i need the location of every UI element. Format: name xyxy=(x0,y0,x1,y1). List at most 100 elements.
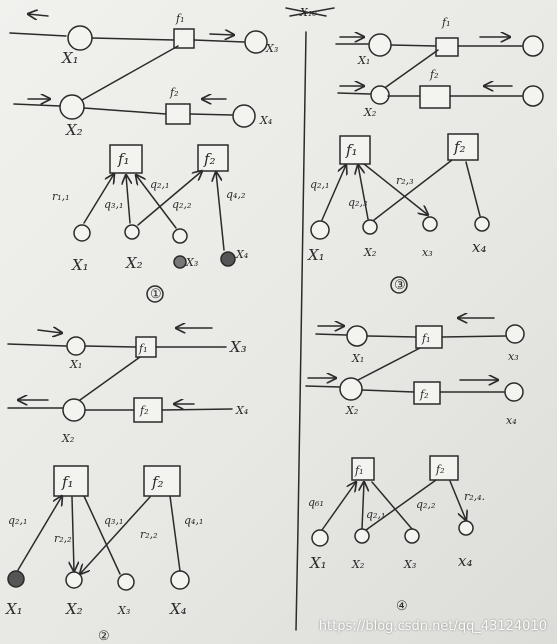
factor-f2 xyxy=(429,455,459,481)
factor-f1 xyxy=(339,135,371,165)
weight-r24: r₂,₄. xyxy=(464,490,485,503)
node-x3 xyxy=(522,35,544,57)
label-x3: x₃ xyxy=(422,246,433,259)
edge-x1-left xyxy=(7,343,67,347)
factor-f1 xyxy=(173,28,195,49)
panel-2-factor-graph: X₁ f₁ X₃ X₂ f₂ X₄ xyxy=(7,328,248,445)
weight-q23: q₂,₃ xyxy=(348,196,367,209)
label-x1: X₁ xyxy=(69,358,82,371)
label-x2: X₂ xyxy=(125,254,143,272)
edge-x2-left xyxy=(13,103,61,107)
edge-f2-x4 xyxy=(189,113,233,116)
factor-f2 xyxy=(419,85,451,109)
label-x3: x₃ xyxy=(508,350,519,363)
edge-x1-left xyxy=(9,32,67,37)
panel-3-message-graph: f₁ f₂ q₂,₁ q₂,₃ r₂,₃ X₁ X₂ x₃ x₄ ③ xyxy=(307,133,490,294)
label-f1: f₁ xyxy=(138,342,147,355)
weight-q22: q₂,₂ xyxy=(416,498,435,511)
edge-x4-f2 xyxy=(465,161,481,217)
arrow-into-x1 xyxy=(37,330,62,333)
page-divider xyxy=(295,31,307,631)
edge-f1-x3 xyxy=(193,39,245,43)
edge-x1-left xyxy=(315,333,347,336)
label-x1: X₁ xyxy=(307,246,325,264)
node-x4 xyxy=(232,104,256,128)
weight-q61: q₆₁ xyxy=(308,496,324,509)
node-x4 xyxy=(474,216,490,232)
label-f2: f₂ xyxy=(169,86,178,99)
label-f1: f₁ xyxy=(421,332,430,345)
panel-3: X₁ f₁ X₂ f₂ f₁ f₂ xyxy=(307,16,544,294)
edge-x4-f2 xyxy=(169,495,181,572)
arrow-f1-x3 xyxy=(209,34,234,35)
msg-x2-f1 xyxy=(126,175,130,224)
edge-x2-f1 xyxy=(357,347,421,381)
node-x4 xyxy=(170,570,190,590)
panel-2: X₁ f₁ X₃ X₂ f₂ X₄ f₁ f₂ xyxy=(5,328,248,644)
panel-number-circle xyxy=(390,276,408,294)
edge-x2-left xyxy=(305,385,341,388)
label-x1: X₁ xyxy=(71,256,89,274)
factor-f2 xyxy=(447,133,479,161)
weight-q21: q₂,₁ xyxy=(366,508,385,521)
node-x1 xyxy=(67,25,93,51)
label-x4: X₄ xyxy=(235,404,248,417)
node-x3 xyxy=(505,324,525,344)
label-x3: X₃ xyxy=(403,558,416,571)
edge-x1-f1 xyxy=(366,335,417,338)
label-x2: X₂ xyxy=(345,404,358,417)
msg-f2-x2 xyxy=(80,496,151,574)
node-x3 xyxy=(404,528,420,544)
weight-q22: q₂,₂ xyxy=(172,198,191,211)
node-x1 xyxy=(73,224,91,242)
label-x4: X₄ xyxy=(169,600,187,618)
label-x1: X₁ xyxy=(309,554,327,572)
weight-q31: q₃,₁ xyxy=(104,198,123,211)
edge-x2-f1 xyxy=(79,356,141,401)
node-x2 xyxy=(354,528,370,544)
edge-x3-f1 xyxy=(371,481,413,530)
edge-x2-f1 xyxy=(385,49,439,88)
edge-x3-f1 xyxy=(83,495,121,575)
weight-q21: q₂,₁ xyxy=(310,178,329,191)
scribble-crossout xyxy=(285,7,335,17)
msg-x3-f1 xyxy=(136,175,177,229)
label-f2: f₂ xyxy=(435,463,444,476)
edge-x2-f2 xyxy=(83,107,167,115)
label-f2: f₂ xyxy=(453,138,466,156)
label-x4: x₄ xyxy=(472,238,486,256)
weight-q21: q₂,₁ xyxy=(8,514,27,527)
node-x2 xyxy=(62,398,86,422)
msg-x4-f2 xyxy=(216,172,225,251)
label-x3: X₃ xyxy=(117,604,130,617)
label-x3: X₃ xyxy=(185,256,198,269)
node-x3 xyxy=(172,228,188,244)
factor-f2 xyxy=(143,465,181,497)
factor-f2 xyxy=(413,381,441,405)
factor-f1 xyxy=(351,457,375,481)
weight-r22a: r₂,₂ xyxy=(54,532,72,545)
node-x2 xyxy=(339,377,363,401)
node-x3-scribbled xyxy=(173,255,187,269)
scribble-text: X₁₀ xyxy=(299,6,317,19)
arrow-x1-out xyxy=(28,14,49,16)
node-x3 xyxy=(117,573,135,591)
node-x4 xyxy=(522,85,544,107)
edge-x2-f2 xyxy=(361,389,415,393)
weight-q41: q₄,₁ xyxy=(184,514,203,527)
panel-number-2: ② xyxy=(98,629,110,644)
panel-number-3: ③ xyxy=(394,278,406,293)
label-f1: f₁ xyxy=(61,473,74,491)
label-x2: X₂ xyxy=(65,121,83,139)
weight-r11: r₁,₁ xyxy=(52,190,70,203)
node-x4-scribbled xyxy=(220,251,236,267)
label-f1: f₁ xyxy=(117,150,130,168)
label-f1: f₁ xyxy=(175,12,184,25)
panel-4: X₁ f₁ x₃ X₂ f₂ x₄ f₁ f₂ xyxy=(305,318,525,614)
msg-f1-x2 xyxy=(72,496,74,571)
factor-f1 xyxy=(435,37,459,57)
label-x3: X₃ xyxy=(229,338,247,356)
node-x1 xyxy=(310,220,330,240)
edge-x1-f1 xyxy=(84,345,137,348)
